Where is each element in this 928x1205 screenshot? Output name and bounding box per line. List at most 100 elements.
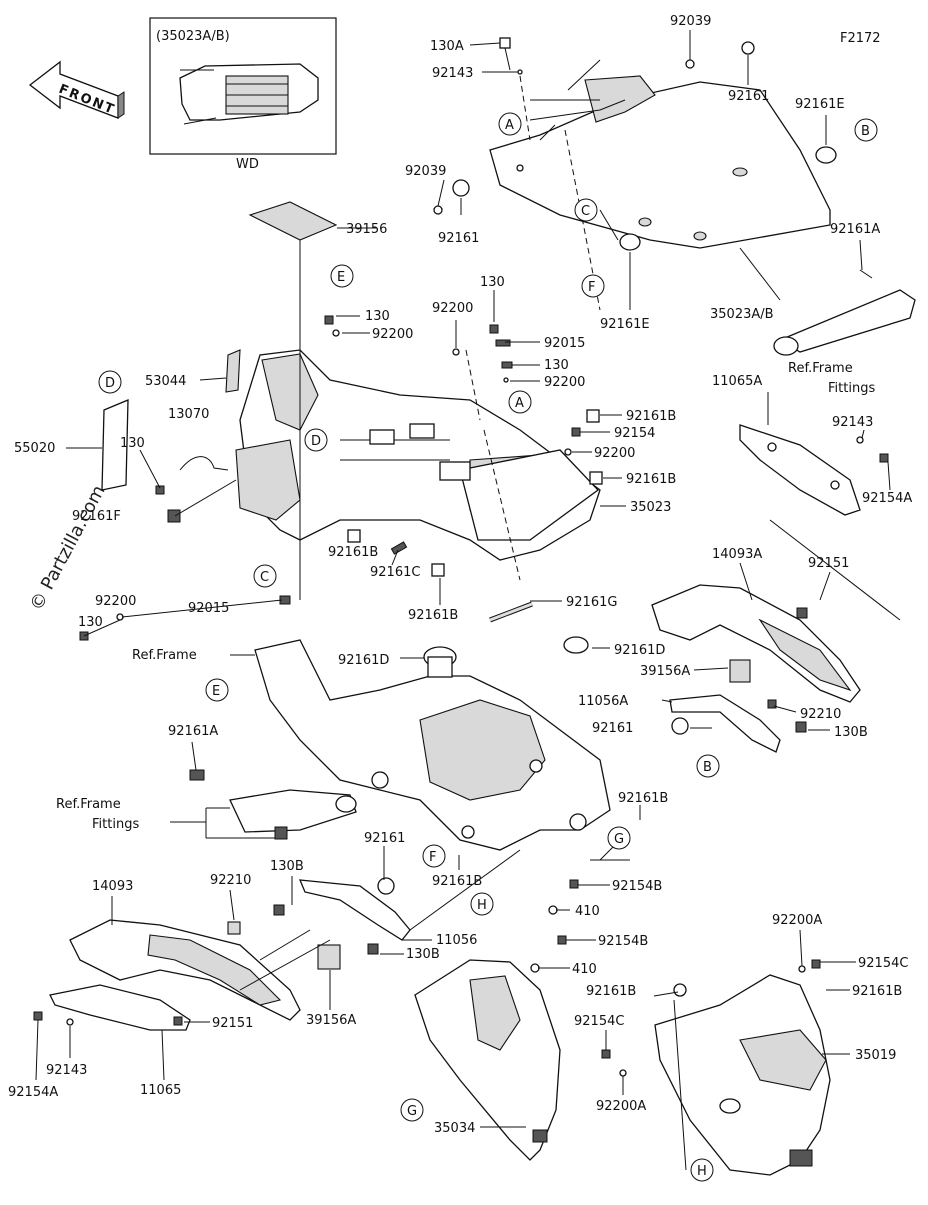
part-label: 92015 xyxy=(188,601,229,616)
reflector-11065A xyxy=(739,424,861,516)
part-label: 39156 xyxy=(346,222,387,237)
part-label: 92161B xyxy=(328,545,378,560)
part-label: 92161F xyxy=(72,509,121,524)
part-label: 92154B xyxy=(598,934,648,949)
part-label: 92200 xyxy=(594,446,635,461)
part-label: 130 xyxy=(480,275,505,290)
part-label: 35019 xyxy=(855,1048,896,1063)
ref-circle-B1: B xyxy=(854,118,878,142)
part-label: 92161C xyxy=(370,565,420,580)
mudguard-35034 xyxy=(414,959,561,1161)
inset-title: (35023A/B) xyxy=(156,29,230,44)
part-label: 92161A xyxy=(830,222,880,237)
part-label: Ref.Frame xyxy=(56,797,121,812)
strip-53044 xyxy=(225,349,241,393)
svg-text:A: A xyxy=(515,396,524,411)
ref-circle-A1: A xyxy=(498,112,522,136)
part-label: 11065A xyxy=(712,374,762,389)
part-label: 92200 xyxy=(544,375,585,390)
part-label: Fittings xyxy=(828,381,875,396)
rear-cover-35019 xyxy=(654,974,831,1176)
part-label: 92161 xyxy=(592,721,633,736)
side-cover-14093A xyxy=(651,584,861,703)
svg-text:F: F xyxy=(429,850,436,865)
svg-text:B: B xyxy=(861,124,870,139)
part-label: 92161D xyxy=(338,653,389,668)
part-label: 53044 xyxy=(145,374,186,389)
part-label: 130 xyxy=(120,436,145,451)
part-label: 92161B xyxy=(852,984,902,999)
part-label: 11056 xyxy=(436,933,477,948)
part-label: 92039 xyxy=(405,164,446,179)
ref-circle-D2: D xyxy=(304,428,328,452)
part-label: 11065 xyxy=(140,1083,181,1098)
part-label: 410 xyxy=(572,962,597,977)
part-label: 92161B xyxy=(626,472,676,487)
part-label: 92154B xyxy=(612,879,662,894)
part-label: 92200 xyxy=(372,327,413,342)
svg-text:C: C xyxy=(581,204,590,219)
part-label: 92200 xyxy=(95,594,136,609)
rear-fender-35023ab xyxy=(489,75,831,249)
part-label: 35034 xyxy=(434,1121,475,1136)
inset-caption: WD xyxy=(236,157,259,172)
svg-text:H: H xyxy=(697,1164,707,1179)
part-label: 410 xyxy=(575,904,600,919)
part-label: 92154 xyxy=(614,426,655,441)
part-label: 92161E xyxy=(600,317,650,332)
part-label: 92161E xyxy=(795,97,845,112)
part-label: 92161 xyxy=(728,89,769,104)
part-label: 92161B xyxy=(408,608,458,623)
part-label: 92161B xyxy=(618,791,668,806)
part-label: 39156A xyxy=(640,664,690,679)
fastener-130A xyxy=(499,37,511,71)
part-label: 130 xyxy=(78,615,103,630)
ref-circle-F2: F xyxy=(422,844,446,868)
part-label: 55020 xyxy=(14,441,55,456)
part-label: 130A xyxy=(430,39,464,54)
ref-circle-G2: G xyxy=(400,1098,424,1122)
svg-text:F: F xyxy=(588,280,595,295)
svg-text:A: A xyxy=(505,118,514,133)
diagram-code: F2172 xyxy=(840,31,881,46)
wire-13070 xyxy=(179,456,229,471)
svg-text:C: C xyxy=(260,570,269,585)
pad-39156 xyxy=(248,201,338,241)
part-label: 14093A xyxy=(712,547,762,562)
pad-39156A-left xyxy=(317,944,341,970)
part-label: 130B xyxy=(834,725,868,740)
label-55020 xyxy=(101,399,129,491)
ref-circle-E1: E xyxy=(330,264,354,288)
part-label: 92154C xyxy=(574,1014,624,1029)
part-label: 130 xyxy=(544,358,569,373)
svg-text:E: E xyxy=(337,270,345,285)
ref-circle-F1: F xyxy=(581,274,605,298)
part-label: 92143 xyxy=(832,415,873,430)
part-label: 92161B xyxy=(586,984,636,999)
inset-panel: (35023A/B) WD xyxy=(149,17,337,172)
ref-circle-H2: H xyxy=(690,1158,714,1182)
front-arrow-icon: FRONT xyxy=(28,60,125,119)
part-label: 92039 xyxy=(670,14,711,29)
part-label: 92161A xyxy=(168,724,218,739)
reflector-11065 xyxy=(49,984,191,1031)
part-label: 14093 xyxy=(92,879,133,894)
part-label: 92161D xyxy=(614,643,665,658)
part-label: 92161 xyxy=(438,231,479,246)
part-label: 13070 xyxy=(168,407,209,422)
part-label: Ref.Frame xyxy=(132,648,197,663)
side-cover-14093 xyxy=(69,919,301,1021)
part-label: 92200 xyxy=(432,301,473,316)
part-label: 92154A xyxy=(8,1085,58,1100)
frame-fitting-left xyxy=(189,769,357,840)
part-labels: 130A 92039 92143 92161 92161E 92039 9216… xyxy=(8,14,912,1136)
part-label: 92200A xyxy=(596,1099,646,1114)
part-label: 130B xyxy=(406,947,440,962)
part-label: 92161B xyxy=(432,874,482,889)
part-label: 130 xyxy=(365,309,390,324)
part-label: 92143 xyxy=(432,66,473,81)
part-label: 39156A xyxy=(306,1013,356,1028)
part-label: 92161 xyxy=(364,831,405,846)
